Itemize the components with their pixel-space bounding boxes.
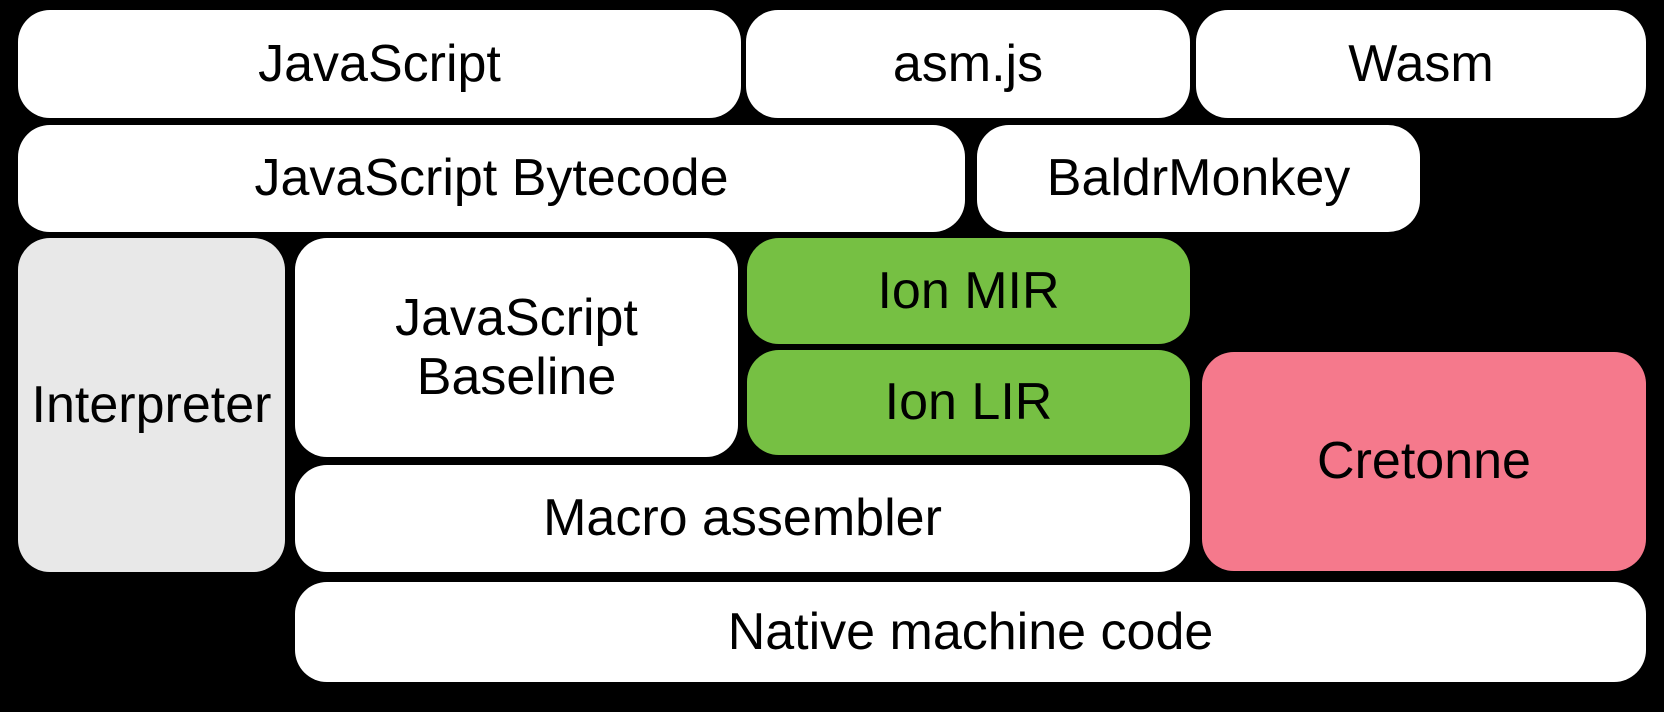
box-interpreter: Interpreter (18, 238, 285, 572)
box-ion-lir: Ion LIR (747, 350, 1190, 455)
box-macro-assembler: Macro assembler (295, 465, 1190, 572)
box-native-machine-code: Native machine code (295, 582, 1646, 682)
box-javascript: JavaScript (18, 10, 741, 118)
box-cretonne: Cretonne (1202, 352, 1646, 571)
box-baldrmonkey: BaldrMonkey (977, 125, 1420, 232)
box-javascript-bytecode: JavaScript Bytecode (18, 125, 965, 232)
box-wasm: Wasm (1196, 10, 1646, 118)
box-ion-mir: Ion MIR (747, 238, 1190, 344)
box-asmjs: asm.js (746, 10, 1190, 118)
box-javascript-baseline: JavaScript Baseline (295, 238, 738, 457)
